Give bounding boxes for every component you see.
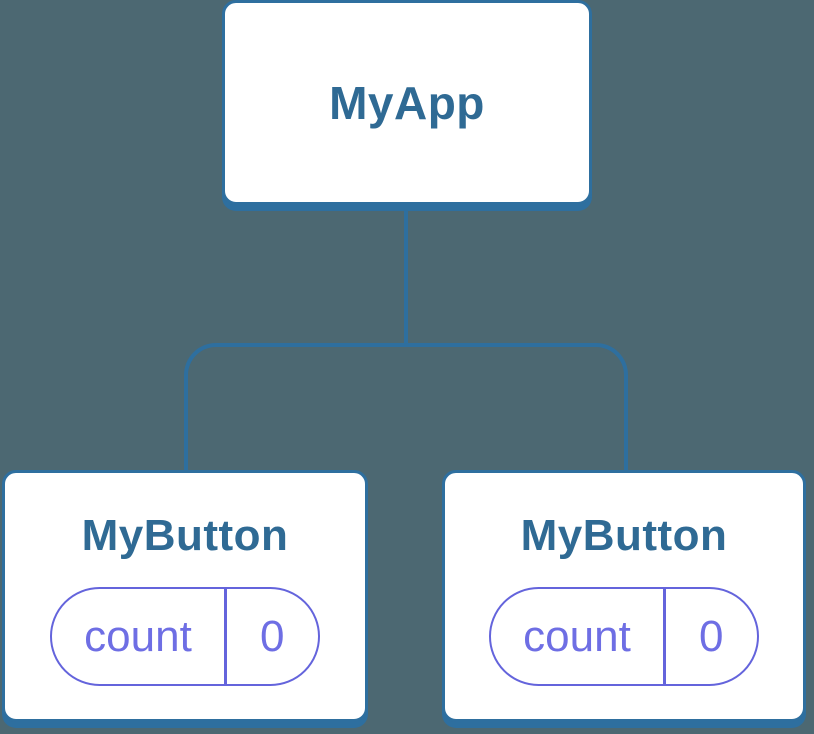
connector-bracket	[184, 343, 628, 470]
state-pill-right: count 0	[489, 587, 759, 686]
state-value: 0	[699, 611, 724, 661]
state-value: 0	[260, 611, 285, 661]
node-mybutton-right: MyButton count 0	[442, 470, 806, 722]
node-myapp-label: MyApp	[329, 76, 485, 129]
node-mybutton-left: MyButton count 0	[2, 470, 368, 722]
connector-stem	[404, 208, 408, 345]
state-pill-divider	[663, 589, 666, 684]
node-myapp: MyApp	[222, 0, 592, 205]
state-key-label: count	[84, 611, 192, 661]
node-mybutton-right-label: MyButton	[520, 511, 728, 560]
node-mybutton-left-label: MyButton	[81, 511, 289, 560]
state-key-label: count	[523, 611, 631, 661]
state-pill-divider	[224, 589, 227, 684]
state-pill-left: count 0	[50, 587, 320, 686]
